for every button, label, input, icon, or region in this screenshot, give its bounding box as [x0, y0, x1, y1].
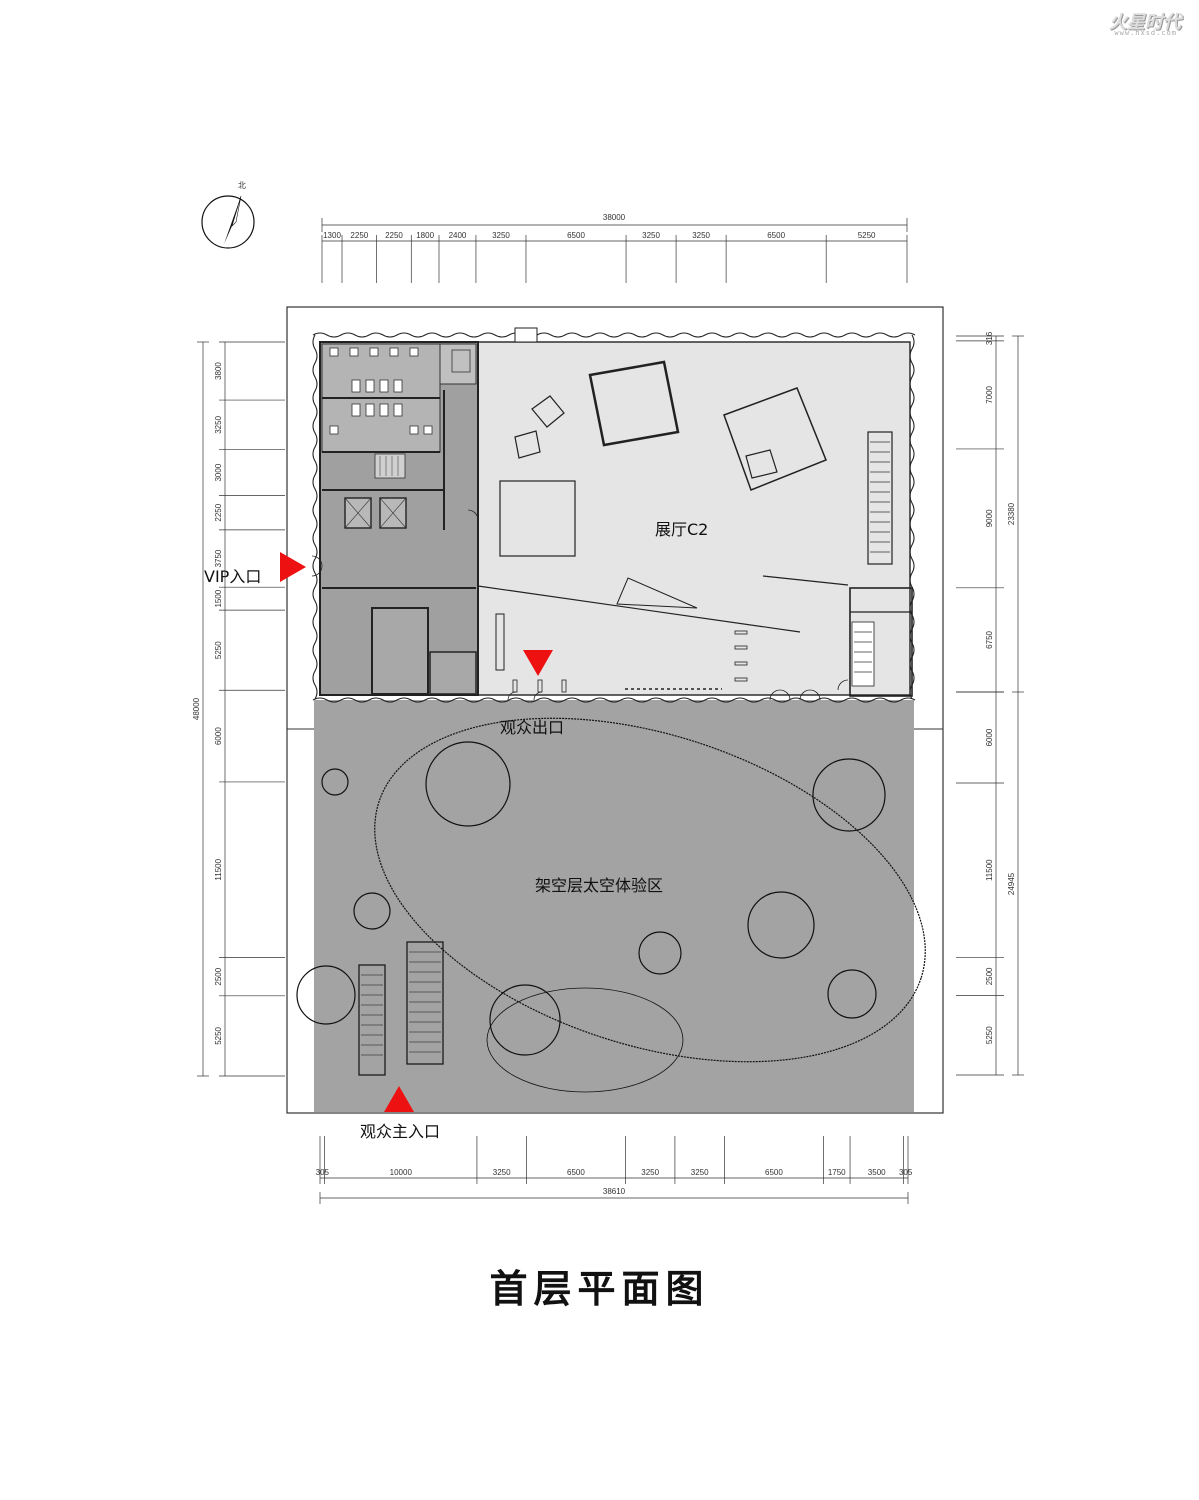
north-arrow-icon: 北 — [201, 181, 255, 249]
dimension-label: 3250 — [492, 231, 510, 240]
dimension-label: 1300 — [323, 231, 341, 240]
dimension-label: 3800 — [214, 362, 223, 380]
dimension-label: 1750 — [828, 1168, 846, 1177]
dimension-label: 305 — [899, 1168, 913, 1177]
hall-label: 展厅C2 — [655, 520, 708, 539]
dimension-label: 6500 — [765, 1168, 783, 1177]
space-zone-elements — [296, 717, 926, 1093]
north-label: 北 — [238, 181, 246, 190]
dimension-label: 3250 — [691, 1168, 709, 1177]
dimension-label: 7000 — [985, 385, 994, 403]
dimension-label: 6500 — [767, 231, 785, 240]
exit-marker — [523, 650, 553, 676]
escalator-zone-icon — [361, 951, 441, 1056]
main-entrance-label: 观众主入口 — [360, 1122, 440, 1141]
space-zone-label: 架空层太空体验区 — [535, 876, 663, 895]
dimension-label: 38610 — [603, 1187, 626, 1196]
dimension-label: 5250 — [858, 231, 876, 240]
dimension-label: 3750 — [214, 549, 223, 567]
dimension-label: 11500 — [214, 858, 223, 880]
page-title: 首层平面图 — [489, 1267, 710, 1311]
service-block — [319, 341, 479, 696]
dimension-label: 6750 — [985, 630, 994, 648]
dimension-label: 38000 — [603, 213, 626, 222]
dimension-label: 2400 — [449, 231, 467, 240]
logo-text: 火星时代 — [1109, 12, 1181, 33]
space-zone-area — [314, 700, 914, 1112]
dimension-label: 2250 — [214, 503, 223, 521]
vip-entrance-label: VIP入口 — [204, 567, 261, 586]
dimension-label: 5250 — [985, 1026, 994, 1044]
dimension-label: 305 — [316, 1168, 330, 1177]
hall-exhibits — [477, 327, 913, 697]
audience-exit-label: 观众出口 — [500, 718, 564, 737]
dimension-label: 5250 — [214, 1026, 223, 1044]
door-swings — [311, 509, 849, 701]
logo-url: www.hxsd.com — [1114, 29, 1177, 37]
dimension-label: 2500 — [985, 967, 994, 985]
dimension-label: 3250 — [692, 231, 710, 240]
dimension-label: 5250 — [214, 641, 223, 659]
dimension-label: 6500 — [567, 1168, 585, 1177]
dimension-label: 6000 — [985, 728, 994, 746]
brand-logo: 火星时代 www.hxsd.com — [1071, 6, 1181, 38]
dimension-label: 2250 — [350, 231, 368, 240]
facade — [312, 332, 916, 703]
dimension-label: 316 — [985, 331, 994, 345]
dimension-label: 3250 — [642, 231, 660, 240]
building-outline — [286, 306, 944, 1114]
dimension-label: 48000 — [192, 697, 201, 720]
dimension-label: 1500 — [214, 589, 223, 607]
dimension-label: 3250 — [641, 1168, 659, 1177]
dimension-label: 10000 — [390, 1168, 413, 1177]
dimension-label: 11500 — [985, 859, 994, 881]
dimension-label: 6000 — [214, 727, 223, 745]
dimension-label: 3250 — [214, 415, 223, 433]
dimension-label: 2500 — [214, 967, 223, 985]
dimension-label: 23380 — [1007, 502, 1016, 525]
dimension-lines — [197, 218, 1024, 1204]
dimension-label: 3250 — [493, 1168, 511, 1177]
dimension-label: 1800 — [416, 231, 434, 240]
floor-plan: 北 — [192, 181, 1024, 1204]
vip-entrance-marker — [280, 552, 306, 582]
dimension-label: 6500 — [567, 231, 585, 240]
dimension-label: 2250 — [385, 231, 403, 240]
escalator-hall-icon — [854, 441, 890, 673]
dimension-label: 24945 — [1007, 872, 1016, 895]
dimension-label: 3000 — [214, 463, 223, 481]
dimension-label: 9000 — [985, 509, 994, 527]
main-entrance-marker — [384, 1086, 414, 1112]
dimension-label: 3500 — [868, 1168, 886, 1177]
hall-c2-area — [477, 341, 911, 696]
dimension-labels: 38000 1300 2250 2250 1800 2400 3250 6500 3250 325… — [192, 213, 1016, 1196]
